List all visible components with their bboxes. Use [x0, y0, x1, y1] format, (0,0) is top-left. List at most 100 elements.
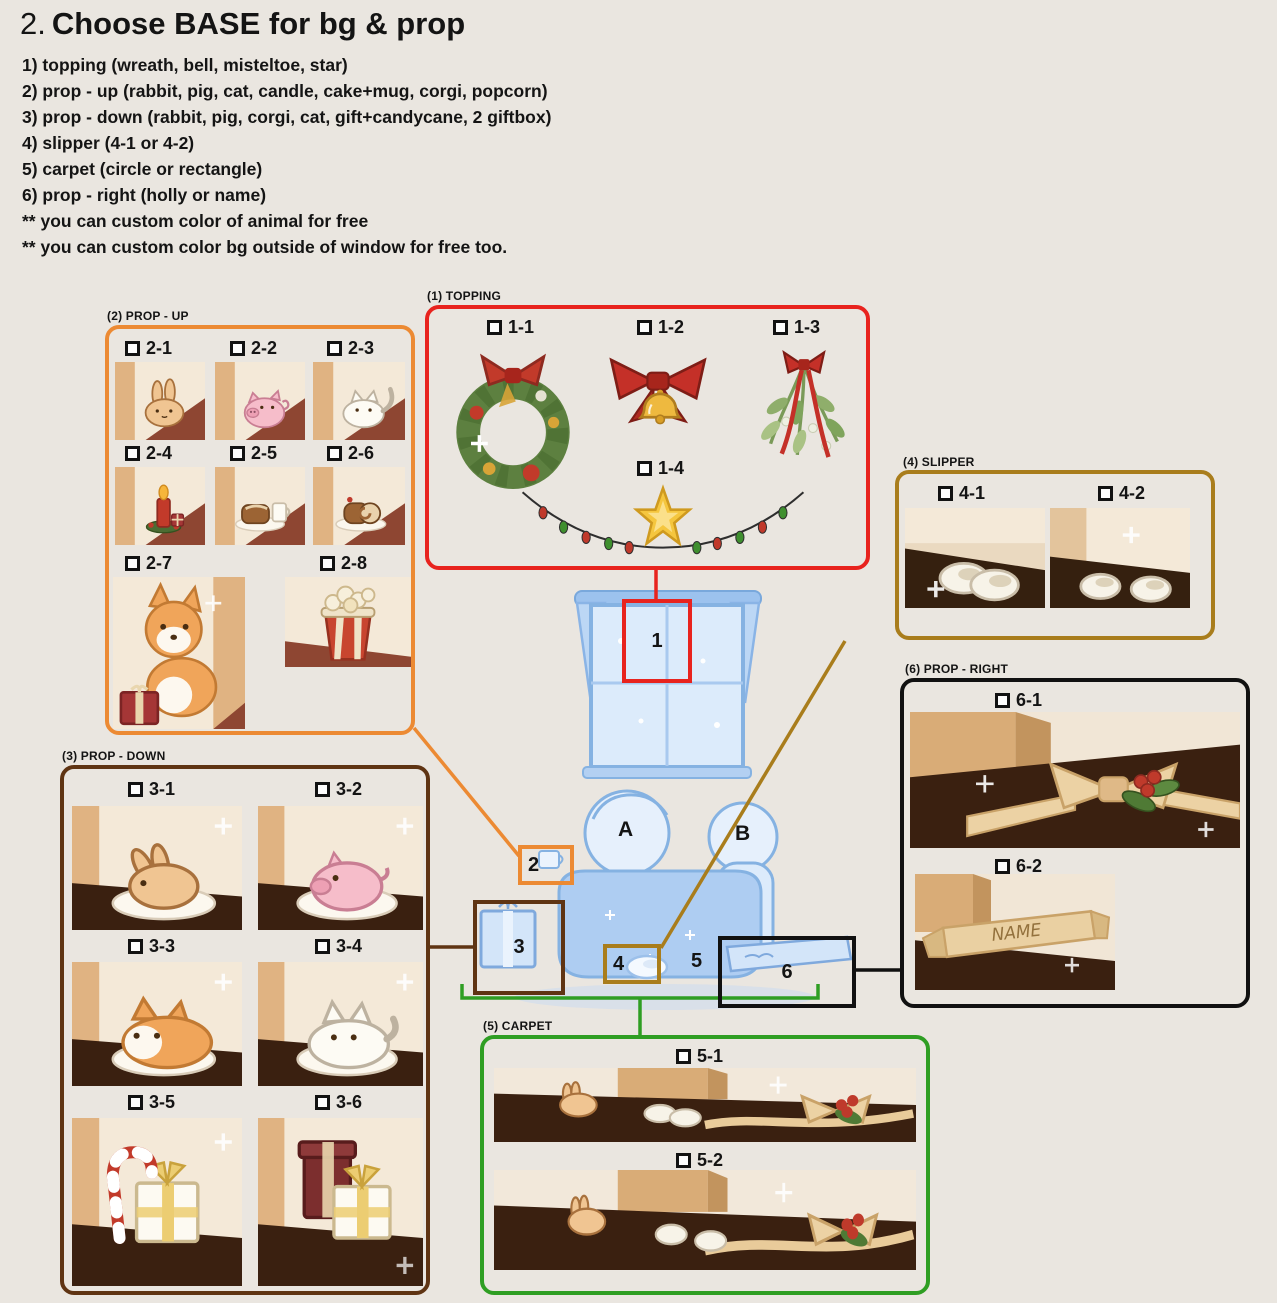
option-3-2: 3-2: [315, 779, 362, 800]
slipper-section-box: [895, 470, 1215, 640]
thumb-2-3-cat: [313, 362, 405, 440]
checkbox-2-5[interactable]: [230, 446, 245, 461]
instruction-line: ** you can custom color of animal for fr…: [22, 211, 369, 231]
option-1-3-label: 1-3: [794, 317, 821, 337]
checkbox-1-4[interactable]: [637, 461, 652, 476]
option-2-1-label: 2-1: [146, 338, 173, 358]
thumb-3-1-rabbit: [72, 806, 242, 930]
checkbox-2-7[interactable]: [125, 556, 140, 571]
option-5-2: 5-2: [676, 1150, 723, 1171]
thumb-2-8-popcorn: [285, 577, 411, 667]
carpet-section-label: (5) CARPET: [483, 1019, 553, 1033]
option-2-7-label: 2-7: [146, 553, 173, 573]
prop-down-section-label: (3) PROP - DOWN: [62, 749, 166, 763]
option-3-2-label: 3-2: [336, 779, 363, 799]
thumb-1-4-star-garland: [513, 482, 813, 564]
option-2-3-label: 2-3: [348, 338, 375, 358]
thumb-3-2-pig: [258, 806, 423, 930]
option-3-3: 3-3: [128, 936, 175, 957]
checkbox-5-2[interactable]: [676, 1153, 691, 1168]
checkbox-3-6[interactable]: [315, 1095, 330, 1110]
checkbox-2-4[interactable]: [125, 446, 140, 461]
topping-section-label: (1) TOPPING: [427, 289, 501, 303]
checkbox-3-5[interactable]: [128, 1095, 143, 1110]
checkbox-1-1[interactable]: [487, 320, 502, 335]
instruction-line: 5) carpet (circle or rectangle): [22, 159, 263, 179]
thumb-3-4-cat: [258, 962, 423, 1086]
option-5-1: 5-1: [676, 1046, 723, 1067]
option-3-5: 3-5: [128, 1092, 175, 1113]
thumb-3-3-corgi: [72, 962, 242, 1086]
instruction-line: ** you can custom color bg outside of wi…: [22, 237, 508, 257]
checkbox-4-1[interactable]: [938, 486, 953, 501]
slipper-section-label: (4) SLIPPER: [903, 455, 975, 469]
placement-marker-3[interactable]: 3: [473, 900, 565, 995]
checkbox-1-2[interactable]: [637, 320, 652, 335]
placement-marker-4[interactable]: 4: [603, 944, 661, 984]
thumb-2-7-corgi-gift: [113, 577, 245, 729]
checkbox-2-3[interactable]: [327, 341, 342, 356]
thumb-2-4-candle: [115, 467, 205, 545]
option-2-1: 2-1: [125, 338, 172, 359]
checkbox-5-1[interactable]: [676, 1049, 691, 1064]
thumb-2-2-pig: [215, 362, 305, 440]
thumb-1-2-bell: [603, 345, 713, 430]
option-1-1: 1-1: [487, 317, 534, 338]
checkbox-2-1[interactable]: [125, 341, 140, 356]
thumb-4-1-slippers-together: [905, 508, 1045, 608]
title-number: 2.: [20, 6, 46, 41]
prop-right-section-label: (6) PROP - RIGHT: [905, 662, 1008, 676]
option-1-3: 1-3: [773, 317, 820, 338]
option-4-1-label: 4-1: [959, 483, 986, 503]
option-6-1: 6-1: [995, 690, 1042, 711]
checkbox-3-4[interactable]: [315, 939, 330, 954]
option-1-1-label: 1-1: [508, 317, 535, 337]
prop-up-section-box: [105, 325, 415, 735]
placement-marker-5[interactable]: 5: [691, 950, 703, 972]
placement-marker-2[interactable]: 2: [518, 845, 574, 885]
thumb-2-1-rabbit: [115, 362, 205, 440]
option-2-4-label: 2-4: [146, 443, 173, 463]
thumb-5-2-carpet-rectangle: [494, 1170, 916, 1270]
option-3-6: 3-6: [315, 1092, 362, 1113]
option-3-1-label: 3-1: [149, 779, 176, 799]
checkbox-2-8[interactable]: [320, 556, 335, 571]
checkbox-6-1[interactable]: [995, 693, 1010, 708]
checkbox-3-1[interactable]: [128, 782, 143, 797]
option-3-4-label: 3-4: [336, 936, 363, 956]
thumb-4-2-slippers-apart: [1050, 508, 1190, 608]
checkbox-6-2[interactable]: [995, 859, 1010, 874]
topping-section-box: [425, 305, 870, 570]
title-text: Choose BASE for bg & prop: [51, 6, 466, 41]
thumb-5-1-carpet-circle: [494, 1068, 916, 1142]
option-3-1: 3-1: [128, 779, 175, 800]
option-2-5: 2-5: [230, 443, 277, 464]
option-6-2-label: 6-2: [1016, 856, 1043, 876]
carpet-section-box: [480, 1035, 930, 1295]
option-4-2: 4-2: [1098, 483, 1145, 504]
option-2-2: 2-2: [230, 338, 277, 359]
placement-marker-6[interactable]: 6: [718, 936, 856, 1008]
option-4-1: 4-1: [938, 483, 985, 504]
checkbox-1-3[interactable]: [773, 320, 788, 335]
instruction-line: 1) topping (wreath, bell, misteltoe, sta…: [22, 55, 348, 75]
placement-marker-1[interactable]: 1: [622, 599, 692, 683]
option-1-2: 1-2: [637, 317, 684, 338]
thumb-2-6-cake-roll: [313, 467, 405, 545]
instruction-line: 3) prop - down (rabbit, pig, corgi, cat,…: [22, 107, 552, 127]
thumb-6-2-name-banner: NAME: [915, 874, 1115, 990]
checkbox-4-2[interactable]: [1098, 486, 1113, 501]
checkbox-3-2[interactable]: [315, 782, 330, 797]
instruction-line: 4) slipper (4-1 or 4-2): [22, 133, 195, 153]
option-2-5-label: 2-5: [251, 443, 278, 463]
option-2-7: 2-7: [125, 553, 172, 574]
option-2-6: 2-6: [327, 443, 374, 464]
checkbox-2-2[interactable]: [230, 341, 245, 356]
checkbox-2-6[interactable]: [327, 446, 342, 461]
thumb-1-3-mistletoe: [748, 348, 860, 476]
figure-a-label: A: [618, 818, 634, 841]
checkbox-3-3[interactable]: [128, 939, 143, 954]
thumb-6-1-holly-bow: [910, 712, 1240, 848]
option-2-4: 2-4: [125, 443, 172, 464]
